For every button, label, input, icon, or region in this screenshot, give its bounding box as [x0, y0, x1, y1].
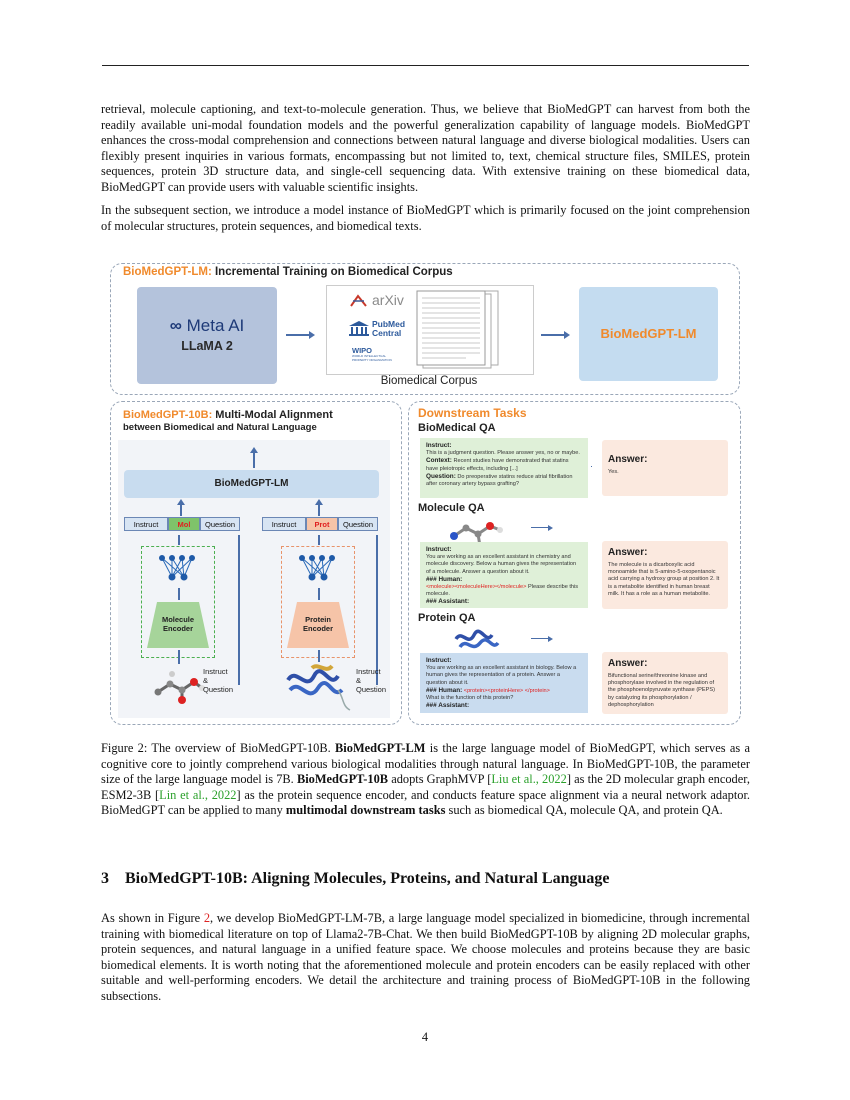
arrowhead: [177, 499, 185, 505]
arrowhead: [548, 636, 553, 642]
arrow-line: [318, 503, 320, 516]
intro-paragraph-1: retrieval, molecule captioning, and text…: [101, 102, 750, 194]
lm-panel: [110, 263, 740, 395]
mol-iq-label: Instruct&Question: [203, 667, 234, 694]
arrow-line: [531, 638, 549, 640]
arrow-line: [238, 535, 240, 685]
token-question: Question: [338, 517, 378, 531]
align-panel-title: BioMedGPT-10B: Multi-Modal Alignment: [123, 409, 333, 421]
molecule-qa-heading: Molecule QA: [418, 502, 485, 514]
protein-structure-icon: [282, 660, 354, 712]
align-panel: [110, 401, 402, 725]
arrow-line: [318, 650, 320, 662]
adaptor-network-icon: [154, 553, 204, 583]
lm-box-label: BioMedGPT-LM: [214, 478, 289, 489]
pubmed-icon: [348, 320, 370, 336]
biomedgpt-lm-output-box: [579, 287, 718, 381]
arrow-line: [318, 535, 320, 545]
tasks-panel-title: Downstream Tasks: [418, 406, 527, 420]
arrowhead: [250, 447, 258, 453]
arrow-line: [253, 452, 255, 468]
token-question: Question: [200, 517, 240, 531]
arrow-line: [178, 650, 180, 664]
protein-qa-prompt: Instruct: You are working as an excellen…: [420, 653, 588, 713]
figure-caption: Figure 2: The overview of BioMedGPT-10B.…: [101, 741, 751, 818]
protein-qa-heading: Protein QA: [418, 612, 476, 624]
protein-3d-icon: [452, 625, 502, 655]
llama-box: [137, 287, 277, 384]
molecule-qa-prompt: Instruct: You are working as an excellen…: [420, 542, 588, 608]
biomedical-qa-answer: Answer: Yes.: [602, 440, 728, 496]
lm-box: [124, 470, 379, 498]
biomedical-qa-heading: BioMedical QA: [418, 422, 496, 434]
biomedical-qa-prompt: Instruct: This is a judgment question. P…: [420, 438, 588, 498]
llama-label: LLaMA 2: [181, 339, 233, 353]
prot-iq-label: Instruct&Question: [356, 667, 387, 694]
molecule-qa-answer: Answer: The molecule is a dicarboxylic a…: [602, 541, 728, 609]
protein-encoder: [287, 602, 349, 648]
citation-link[interactable]: Lin et al., 2022: [159, 787, 237, 802]
arrow-line: [376, 535, 378, 685]
tasks-panel: [408, 401, 741, 725]
wipo-subtitle: WORLD INTELLECTUAL PROPERTY ORGANIZATION: [352, 354, 392, 362]
intro-paragraph-2: In the subsequent section, we introduce …: [101, 203, 750, 233]
corpus-label: Biomedical Corpus: [380, 375, 478, 387]
citation-link[interactable]: Liu et al., 2022: [491, 772, 567, 787]
arxiv-label: arXiv: [372, 292, 404, 308]
wipo-label: WIPO: [352, 346, 372, 355]
page-number: 4: [421, 1030, 429, 1044]
meta-infinity-icon: ∞: [169, 316, 182, 335]
arrow-line: [531, 527, 549, 529]
protein-qa-answer: Answer: Bifunctional serine/threonine ki…: [602, 652, 728, 714]
arrow-line: [180, 503, 182, 516]
token-instruct: Instruct: [124, 517, 168, 531]
biomedgpt-lm-output-label: BioMedGPT-LM: [600, 326, 697, 341]
adaptor-network-icon: [294, 553, 344, 583]
lm-panel-title: BioMedGPT-LM: Incremental Training on Bi…: [123, 266, 453, 278]
section-paragraph: As shown in Figure 2, we develop BioMedG…: [101, 911, 750, 1003]
molecule-structure-icon: [150, 664, 208, 706]
arrow-line: [541, 334, 565, 336]
arxiv-icon: [350, 294, 368, 308]
align-panel-subtitle: between Biomedical and Natural Language: [123, 422, 317, 433]
token-mol: Mol: [168, 517, 200, 531]
meta-ai-logo: ∞ Meta AI: [169, 316, 245, 335]
documents-icon: [416, 290, 508, 369]
arrow-line: [286, 334, 310, 336]
token-instruct: Instruct: [262, 517, 306, 531]
arrowhead: [548, 525, 553, 531]
arrow-line: [178, 535, 180, 545]
header-rule: [102, 65, 749, 66]
molecule-encoder: [147, 602, 209, 648]
arrowhead: [309, 331, 315, 339]
arrow-line: [591, 466, 592, 467]
token-prot: Prot: [306, 517, 338, 531]
arrowhead: [564, 331, 570, 339]
arrow-line: [178, 588, 180, 600]
figure-ref-link[interactable]: 2: [203, 911, 211, 925]
arrow-line: [318, 588, 320, 600]
arrowhead: [315, 499, 323, 505]
